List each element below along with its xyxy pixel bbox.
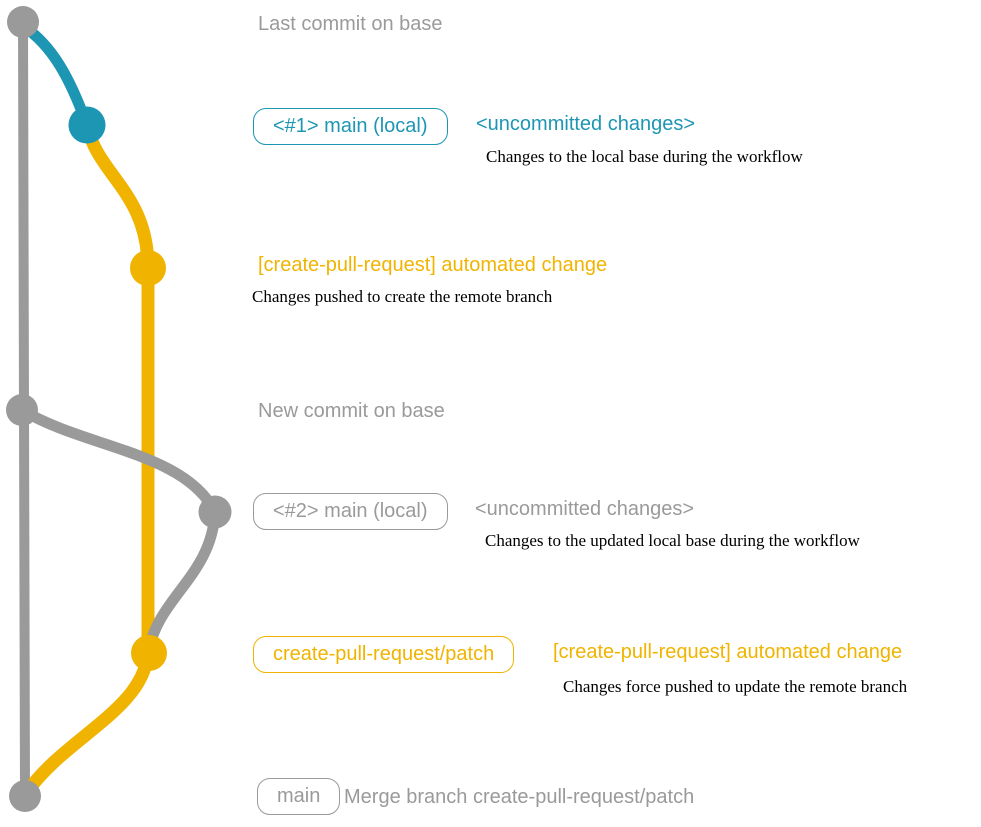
main-local-1-badge: <#1> main (local) [253,108,448,145]
commit-dot-merge [9,780,41,812]
new-commit-on-base-label: New commit on base [258,400,445,422]
local-main-2-branch-line-lower [143,506,221,656]
automated-change-1-title: [create-pull-request] automated change [258,254,608,276]
local-main-2-branch-line-upper [16,404,221,518]
uncommitted-changes-2-note: Changes to the updated local base during… [485,531,860,550]
automated-change-2-title: [create-pull-request] automated change [553,641,903,663]
commit-dot-local-main-1 [68,106,106,144]
create-pull-request-patch-badge: create-pull-request/patch [253,636,515,673]
commit-dot-local-main-2 [198,495,232,529]
commit-dot-new-base [6,394,38,426]
commit-dot-push [130,250,166,286]
main-badge: main [257,778,341,815]
commit-dot-force-push [131,635,167,671]
main-local-2-badge: <#2> main (local) [253,493,448,530]
automated-change-2-note: Changes force pushed to update the remot… [563,677,908,696]
uncommitted-changes-2-title: <uncommitted changes> [475,498,695,520]
create-pull-request-branch-line [20,118,155,799]
merge-branch-title: Merge branch create-pull-request/patch [344,786,695,808]
uncommitted-changes-1-title: <uncommitted changes> [476,113,696,135]
last-commit-on-base-label: Last commit on base [258,13,443,35]
commit-dot-last-base [7,6,39,38]
uncommitted-changes-1-note: Changes to the local base during the wor… [486,147,803,166]
automated-change-1-note: Changes pushed to create the remote bran… [252,287,553,306]
